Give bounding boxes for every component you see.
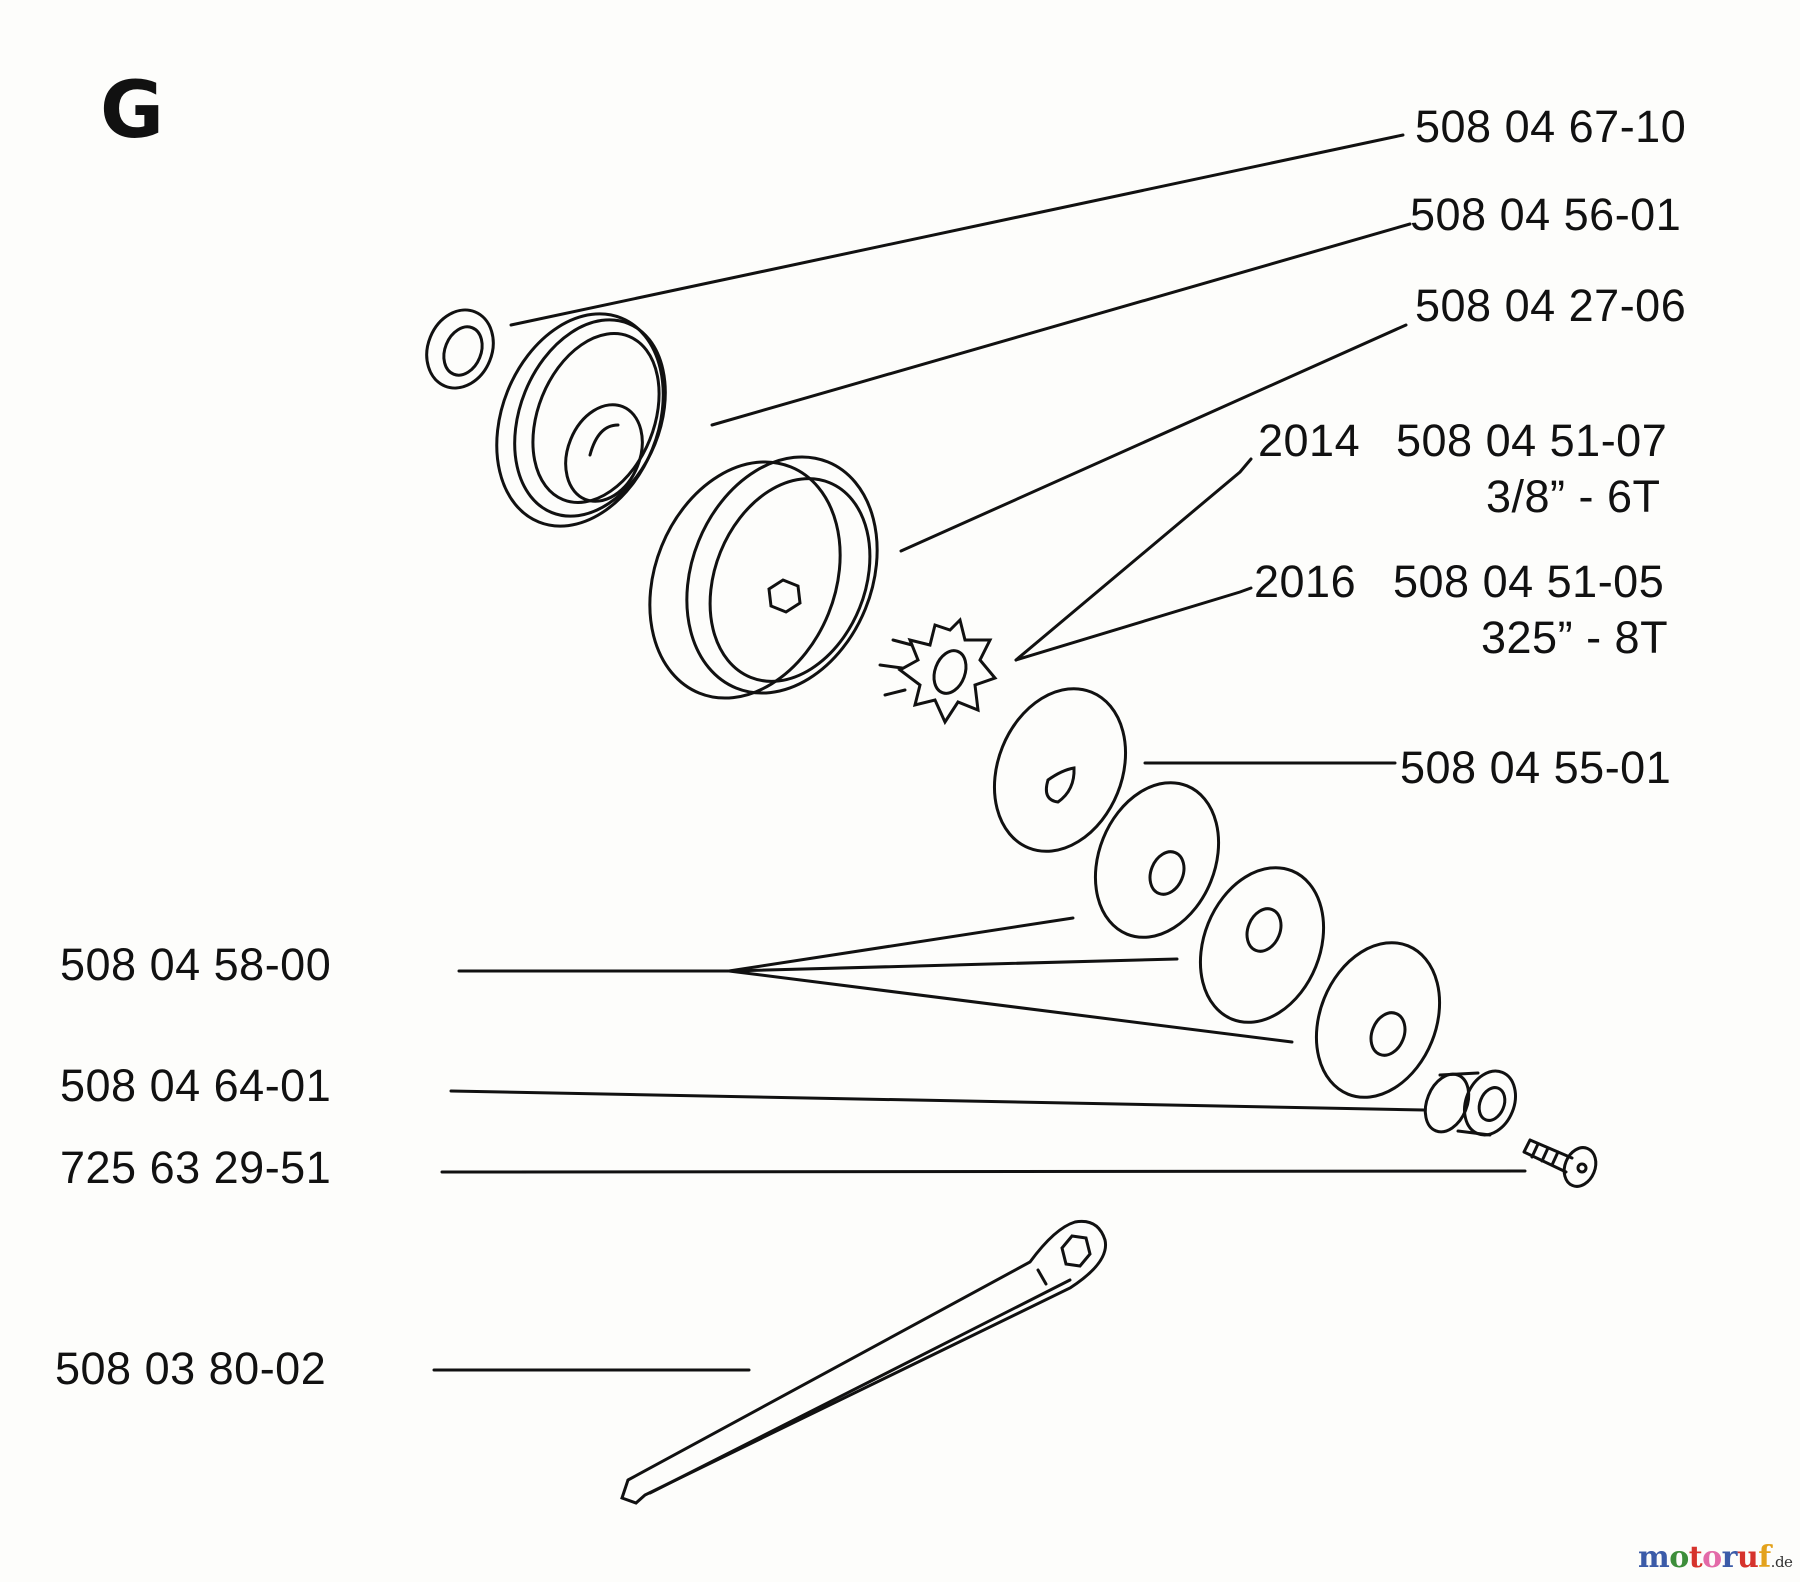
callout-spec: 325” - 8T xyxy=(1481,612,1669,663)
watermark-letter: o xyxy=(1669,1540,1689,1575)
watermark-letter: o xyxy=(1702,1540,1722,1575)
section-letter: G xyxy=(100,66,165,156)
watermark-logo: motoruf.de xyxy=(1638,1540,1793,1575)
callout-label: 508 04 64-01 xyxy=(60,1060,332,1111)
callout-model: 2016 xyxy=(1254,556,1357,607)
screw-icon xyxy=(1522,1138,1598,1188)
watermark-letter: t xyxy=(1688,1540,1703,1575)
callout-label: 508 04 58-00 xyxy=(60,939,332,990)
watermark-suffix: .de xyxy=(1770,1553,1793,1571)
seal-ring-icon xyxy=(425,308,495,390)
callout-label: 508 04 51-05 xyxy=(1393,556,1665,607)
wrench-icon xyxy=(620,1219,1108,1505)
callout-spec: 3/8” - 6T xyxy=(1486,471,1661,522)
callout-model: 2014 xyxy=(1258,415,1361,466)
callout-label: 508 04 55-01 xyxy=(1400,742,1672,793)
washer-2-icon xyxy=(1093,781,1221,939)
callout-label: 508 04 56-01 xyxy=(1410,189,1682,240)
callout-label: 508 04 67-10 xyxy=(1415,101,1687,152)
cover-disc-icon xyxy=(495,312,667,528)
callout-label: 508 04 51-07 xyxy=(1396,415,1668,466)
washer-1-icon xyxy=(992,687,1128,853)
clutch-drum-icon xyxy=(648,455,879,700)
callout-label: 725 63 29-51 xyxy=(60,1142,332,1193)
callout-label: 508 03 80-02 xyxy=(55,1343,327,1394)
leader-lines xyxy=(432,133,1527,1372)
watermark-letter: u xyxy=(1736,1540,1759,1575)
washer-4-icon xyxy=(1314,941,1442,1099)
washer-3-icon xyxy=(1198,866,1326,1024)
bearing-bushing-icon xyxy=(1423,1069,1517,1137)
watermark-letter: r xyxy=(1721,1540,1738,1575)
sprocket-icon xyxy=(878,617,998,726)
callout-label: 508 04 27-06 xyxy=(1415,280,1687,331)
watermark-letter: f xyxy=(1758,1540,1771,1575)
watermark-letter: m xyxy=(1638,1540,1670,1575)
